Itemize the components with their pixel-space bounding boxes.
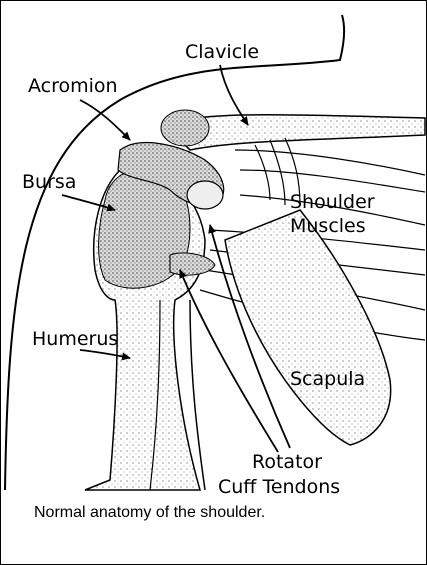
label-rotator-1: Rotator (252, 451, 322, 473)
label-rotator-2: Cuff Tendons (218, 476, 340, 498)
ac-joint (187, 181, 223, 209)
label-shoulder-muscles-1: Shoulder (290, 191, 375, 213)
label-bursa: Bursa (22, 171, 76, 193)
label-acromion: Acromion (28, 75, 118, 97)
label-clavicle: Clavicle (185, 41, 259, 63)
figure-caption: Normal anatomy of the shoulder. (34, 504, 265, 522)
label-humerus: Humerus (32, 328, 118, 350)
arrow-acromion (80, 100, 130, 140)
clavicle-end (161, 110, 209, 146)
scapula-bone (225, 210, 391, 445)
label-shoulder-muscles-2: Muscles (290, 215, 366, 237)
label-scapula: Scapula (290, 368, 365, 390)
rotator-cuff (170, 253, 215, 275)
